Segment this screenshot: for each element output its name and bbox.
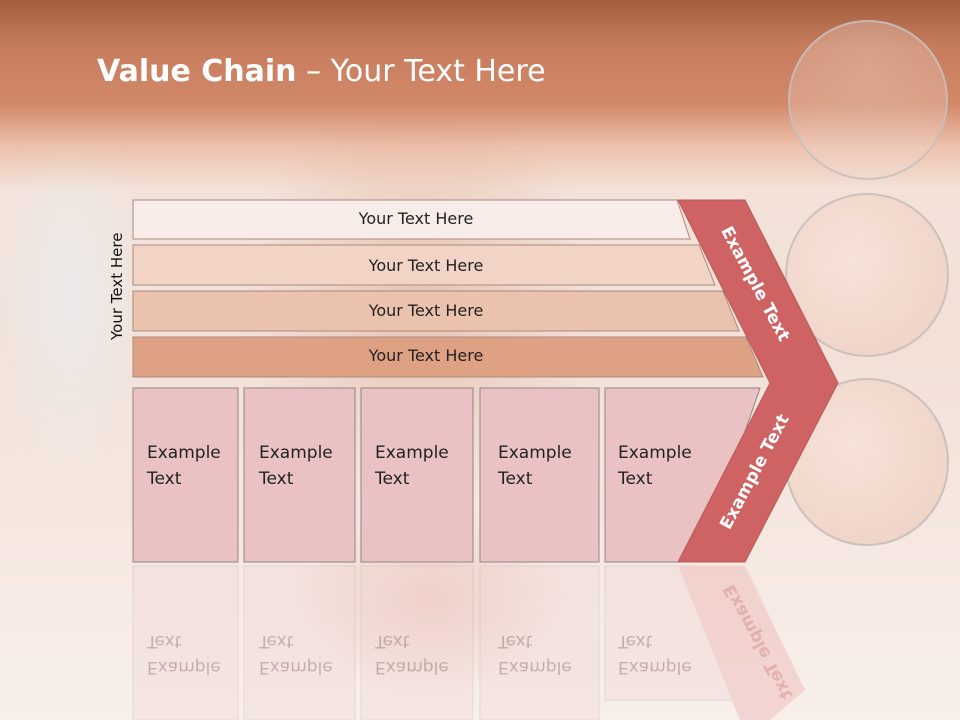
- reflect-box-2-line1: Example: [259, 657, 333, 677]
- box-1-line1: Example: [147, 443, 221, 463]
- chevron-reflection: [678, 566, 805, 720]
- box-4-reflection: [479, 565, 600, 720]
- box-1-reflection: [132, 565, 239, 720]
- reflect-box-4: Example Text: [498, 628, 572, 680]
- box-3-line2: Text: [375, 469, 410, 489]
- bar-label-4: Your Text Here: [368, 346, 484, 365]
- box-3-shape: [360, 387, 474, 563]
- box-2-line2: Text: [259, 469, 294, 489]
- reflect-box-1-line1: Example: [147, 657, 221, 677]
- detail-circle-top: [788, 20, 948, 180]
- reflect-box-1-line2: Text: [147, 631, 182, 651]
- reflect-box-2-line2: Text: [259, 631, 294, 651]
- box-5-line1: Example: [618, 443, 692, 463]
- box-4-line1: Example: [498, 443, 572, 463]
- reflect-box-5-line1: Example: [618, 657, 692, 677]
- box-3-reflection: [360, 565, 474, 720]
- reflect-box-1: Example Text: [147, 628, 221, 680]
- bar-3-shape: [132, 290, 740, 332]
- bar-label-2: Your Text Here: [368, 256, 484, 275]
- bar-label-1: Your Text Here: [358, 209, 474, 228]
- bar-2-shape: [132, 244, 716, 286]
- slide-title: Value Chain – Your Text Here: [97, 54, 546, 89]
- reflect-box-3: Example Text: [375, 628, 449, 680]
- box-2-reflection: [243, 565, 356, 720]
- reflect-box-5-line2: Text: [618, 631, 653, 651]
- box-4-shape: [479, 387, 600, 563]
- box-2-line1: Example: [259, 443, 333, 463]
- title-rest: – Your Text Here: [296, 54, 546, 89]
- reflect-box-3-line1: Example: [375, 657, 449, 677]
- bar-1-shape: [132, 199, 691, 240]
- reflect-box-3-line2: Text: [375, 631, 410, 651]
- detail-circle-middle: [785, 193, 949, 357]
- box-5-line2: Text: [618, 469, 653, 489]
- reflection-shapes: [132, 565, 805, 720]
- box-4-line2: Text: [498, 469, 533, 489]
- reflect-box-5: Example Text: [618, 628, 692, 680]
- box-1-line2: Text: [147, 469, 182, 489]
- reflect-box-2: Example Text: [259, 628, 333, 680]
- reflection-text-layer: Example Text Example Text Example Text Exam…: [0, 565, 960, 720]
- reflect-box-4-line2: Text: [498, 631, 533, 651]
- box-5-reflection: [604, 565, 746, 701]
- box-3-line1: Example: [375, 443, 449, 463]
- bar-label-3: Your Text Here: [368, 301, 484, 320]
- reflect-arrow-label: Example Text: [719, 580, 798, 703]
- bar-4-shape: [132, 336, 764, 378]
- box-2-shape: [243, 387, 356, 563]
- box-1-shape: [132, 387, 239, 563]
- title-bold: Value Chain: [97, 54, 297, 89]
- reflect-box-4-line1: Example: [498, 657, 572, 677]
- chevron-arrow: [677, 199, 839, 563]
